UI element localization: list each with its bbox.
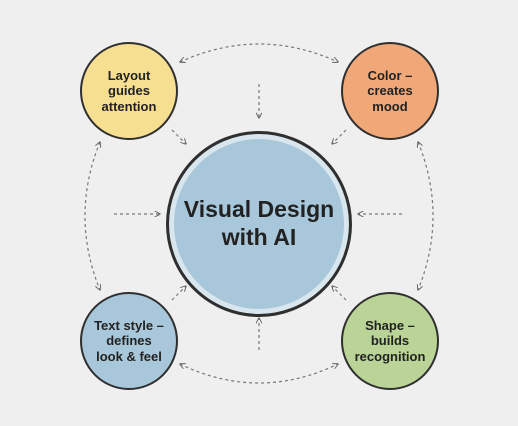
- central-label-line-2: with AI: [221, 224, 297, 250]
- color-node: Color – creates mood: [341, 42, 439, 140]
- shape-line-2: builds: [370, 333, 410, 349]
- central-concept-label: Visual Design with AI: [179, 196, 339, 251]
- arrow-layout-center: [171, 129, 186, 144]
- central-label-line-1: Visual Design: [183, 196, 335, 223]
- connector-layout-color: [180, 43, 338, 62]
- color-line-3: mood: [372, 98, 408, 114]
- central-concept-circle: Visual Design with AI: [166, 131, 352, 317]
- arrow-text-center: [171, 286, 186, 301]
- arrow-color-center: [332, 129, 347, 144]
- text-style-line-2: defines: [106, 333, 152, 349]
- text-style-line-3: look & feel: [96, 348, 162, 364]
- layout-line-2: guides: [108, 83, 150, 99]
- connector-layout-text: [84, 142, 100, 290]
- connector-text-shape: [180, 364, 338, 384]
- connector-color-shape: [418, 142, 434, 290]
- layout-node-label: Layout guides attention: [90, 68, 168, 115]
- shape-line-3: recognition: [354, 348, 426, 364]
- shape-node: Shape – builds recognition: [341, 292, 439, 390]
- text-style-node: Text style – defines look & feel: [80, 292, 178, 390]
- text-style-line-1: Text style –: [94, 317, 164, 333]
- color-line-1: Color –: [367, 67, 413, 83]
- arrow-shape-center: [332, 286, 347, 301]
- color-line-2: creates: [367, 83, 413, 99]
- layout-line-1: Layout: [107, 67, 151, 83]
- shape-node-label: Shape – builds recognition: [351, 318, 429, 365]
- layout-line-3: attention: [101, 98, 157, 114]
- layout-node: Layout guides attention: [80, 42, 178, 140]
- shape-line-1: Shape –: [365, 317, 415, 333]
- color-node-label: Color – creates mood: [351, 68, 429, 115]
- text-style-node-label: Text style – defines look & feel: [90, 318, 168, 365]
